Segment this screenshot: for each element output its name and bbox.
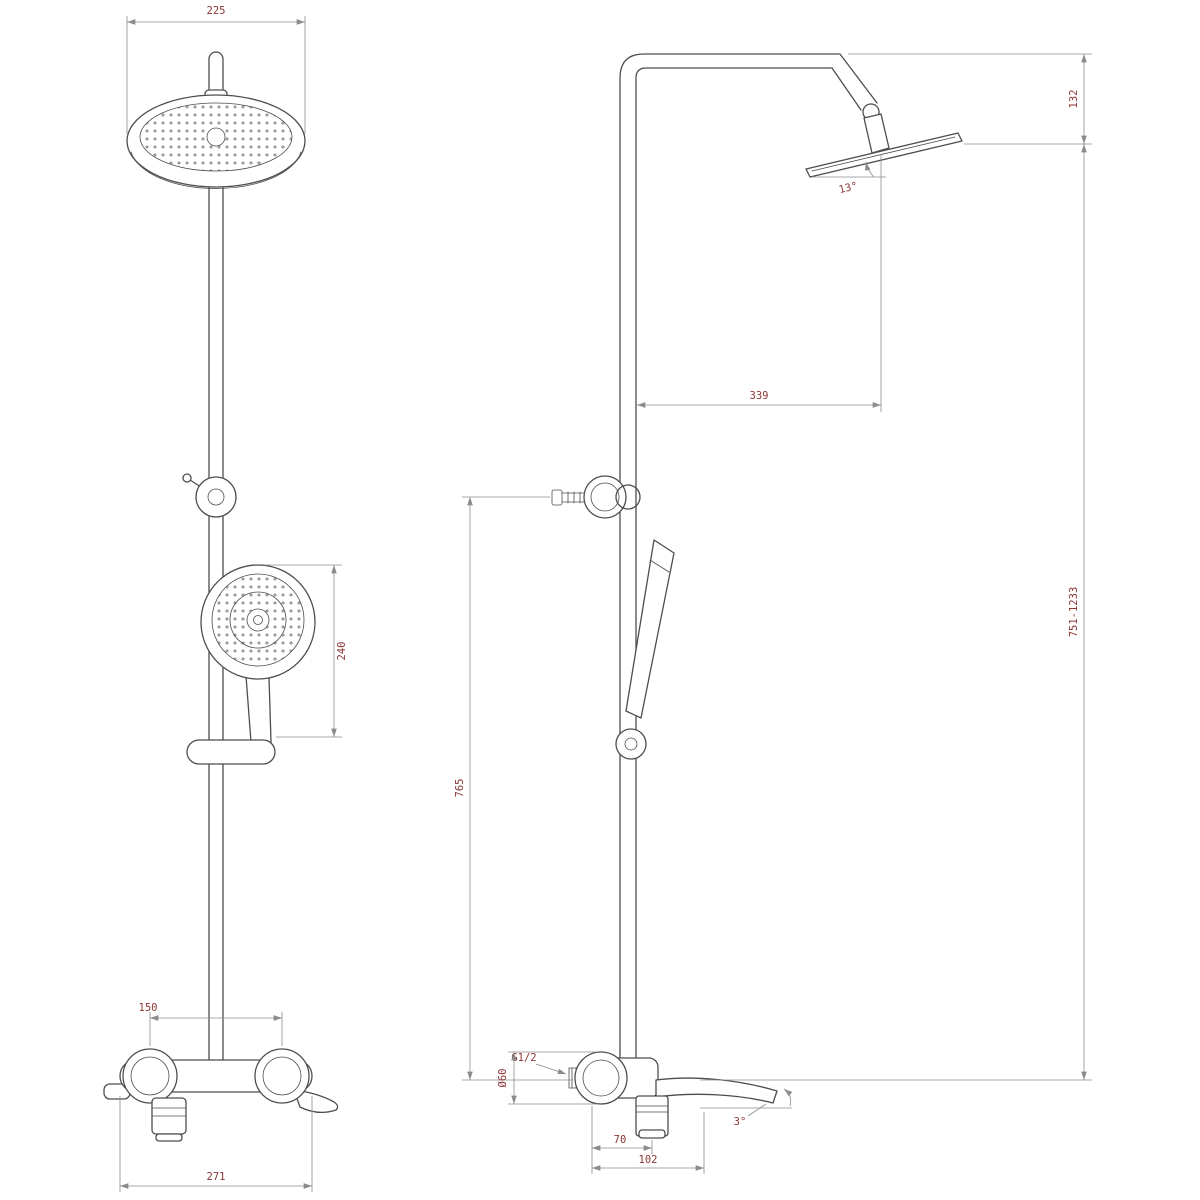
holder-ring <box>615 728 647 760</box>
dim-label: 225 <box>207 5 226 17</box>
dim-spout-reach: 102 <box>592 1112 705 1174</box>
head-center-cap <box>206 127 226 147</box>
dim-head-width: 225 <box>126 5 306 134</box>
rain-head-side <box>805 103 963 178</box>
screw-head <box>551 489 563 506</box>
clamp-knob <box>182 473 192 483</box>
dim-label: 271 <box>207 1171 226 1183</box>
dim-label: 240 <box>336 642 348 661</box>
dim-label: 765 <box>454 779 466 798</box>
head-plate <box>805 132 963 178</box>
hand-shower-button-center <box>253 615 263 625</box>
dim-label: 132 <box>1068 90 1080 109</box>
dim-height-range: 751-1233 <box>700 144 1092 1081</box>
angle-arc <box>783 1088 793 1107</box>
hand-shower-face-line <box>649 559 670 573</box>
hand-shower-holder <box>186 739 276 765</box>
dim-label: 751-1233 <box>1068 587 1080 638</box>
dim-hand-shower-length: 240 <box>264 564 348 738</box>
holder-hub <box>624 737 638 751</box>
mixer-side <box>568 1051 778 1139</box>
dim-label: 3° <box>734 1116 747 1128</box>
dim-label: 339 <box>750 390 769 402</box>
leader-line <box>535 1063 567 1075</box>
dim-thread-callout: G1/2 <box>511 1052 567 1075</box>
dim-label: 70 <box>614 1134 627 1146</box>
pipe-clamp-ring <box>615 484 641 510</box>
nozzle-aerator-side <box>638 1129 666 1139</box>
dim-label: 150 <box>139 1002 158 1014</box>
tub-spout <box>655 1077 778 1104</box>
angle-arc <box>864 161 875 178</box>
slider-clamp-front <box>182 473 237 518</box>
mixer-flange-side-inner <box>582 1059 620 1097</box>
front-view: 225 240 150 271 <box>103 5 348 1192</box>
pipe-outer-edge <box>619 53 878 1071</box>
dim-flange-diameter: Ø60 <box>497 1051 598 1105</box>
mixer-handle <box>293 1089 339 1114</box>
dim-connection-spacing: 150 <box>139 1002 283 1046</box>
dim-label: 13° <box>838 180 859 196</box>
pipe-inner-edge <box>635 67 862 1071</box>
dim-head-reach: 339 <box>637 154 882 412</box>
head-rim-line <box>130 151 302 189</box>
side-view: 13° <box>454 53 1092 1174</box>
dim-mount-height: 765 <box>454 496 573 1081</box>
hand-shower-ring <box>229 591 287 649</box>
right-flange-inner <box>262 1056 302 1096</box>
dim-label: G1/2 <box>511 1052 536 1064</box>
dim-mixer-width: 271 <box>119 1096 313 1192</box>
mixer-front <box>103 1048 339 1142</box>
dim-head-angle: 13° <box>812 161 886 196</box>
dim-label: 102 <box>639 1154 658 1166</box>
riser-pipe-front <box>208 51 224 1069</box>
hand-shower-button <box>246 608 270 632</box>
screw-threads <box>567 491 587 504</box>
hand-shower-side <box>615 539 675 760</box>
riser-pipe-side <box>619 53 878 1071</box>
hand-shower-front <box>186 564 316 765</box>
dim-spout-angle: 3° <box>700 1088 793 1128</box>
wall-flange-inner <box>590 482 620 512</box>
head-mount-boss <box>863 113 890 154</box>
clamp-hub <box>207 488 225 506</box>
head-plate-face-line <box>811 136 956 172</box>
leader-line <box>747 1103 767 1117</box>
dim-label: Ø60 <box>497 1069 509 1088</box>
left-flange-inner <box>130 1056 170 1096</box>
dim-nozzle-offset: 70 <box>591 1106 653 1174</box>
dim-head-height-offset: 132 <box>848 53 1092 145</box>
nozzle-aerator <box>155 1133 183 1142</box>
rain-head-front <box>126 89 306 189</box>
wall-flange <box>583 475 627 519</box>
wall-mount-side <box>551 475 641 519</box>
hand-shower-profile <box>625 539 675 719</box>
hand-shower-handle <box>245 675 272 743</box>
